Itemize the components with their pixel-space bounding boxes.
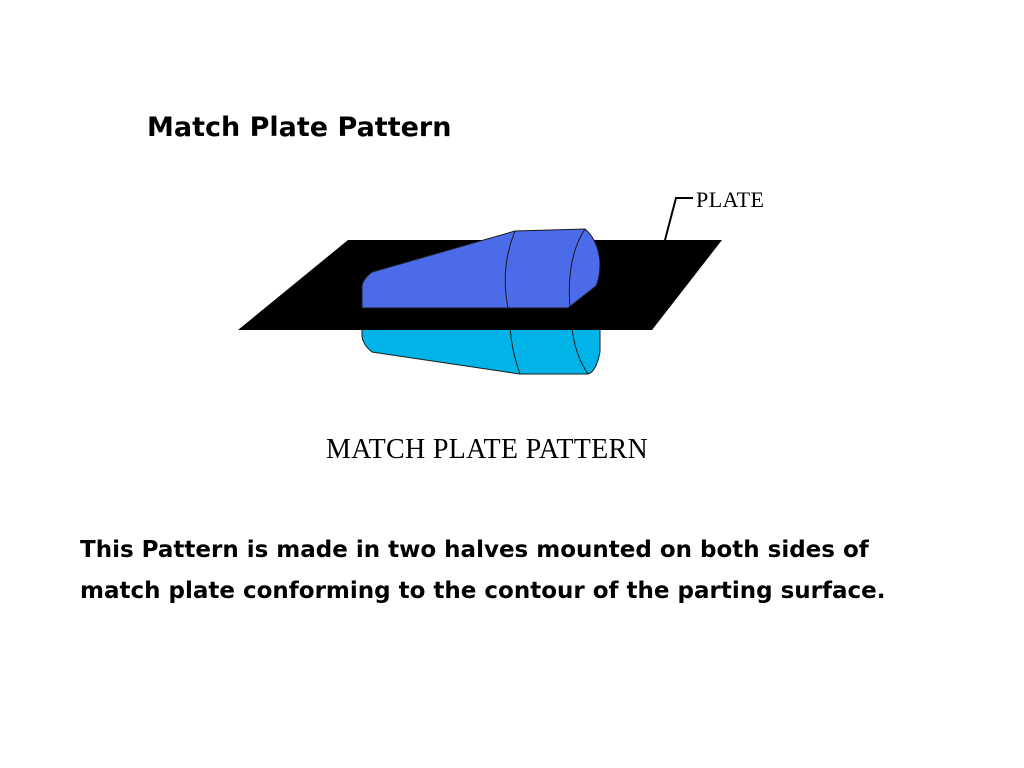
plate-label: PLATE [696, 187, 765, 212]
lower-half-edge-line [509, 327, 521, 375]
upper-half-body [361, 228, 601, 309]
upper-half-edge-line [504, 230, 516, 309]
lower-half-body [361, 327, 601, 375]
lower-pattern-half [361, 327, 601, 375]
diagram-caption: MATCH PLATE PATTERN [326, 434, 649, 465]
plate-callout-line [664, 197, 693, 241]
upper-pattern-half [361, 228, 601, 309]
slide-title: Match Plate Pattern [147, 112, 452, 143]
upper-half-edge-line [568, 228, 586, 309]
description-text: This Pattern is made in two halves mount… [80, 537, 886, 604]
lower-half-edge-line [571, 327, 589, 375]
